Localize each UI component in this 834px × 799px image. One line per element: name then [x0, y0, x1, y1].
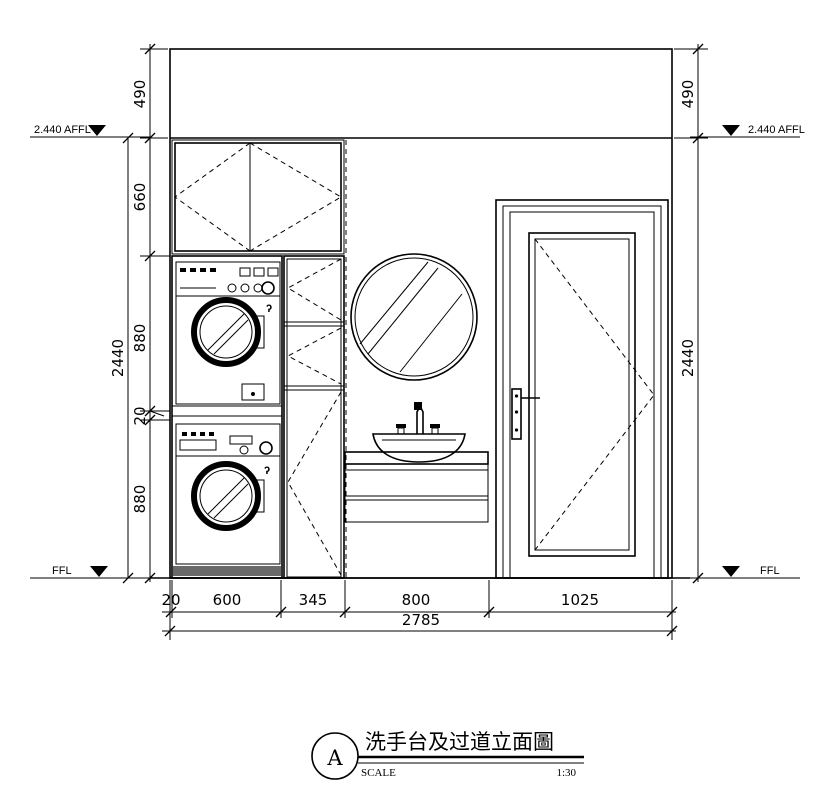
- level-marker-top-left: 2.440 AFFL: [30, 124, 150, 138]
- washer-door: [191, 461, 261, 531]
- dim-20-horizontal: 20: [161, 591, 180, 609]
- level-label: FFL: [52, 565, 72, 577]
- dryer: ʔ: [175, 261, 281, 405]
- door: [495, 199, 669, 579]
- left-dimension-chain: 490 660 880 20 880 2440: [109, 43, 170, 584]
- dim-345: 345: [299, 591, 328, 609]
- title-block: A 洗手台及过道立面圖 SCALE 1:30: [311, 730, 584, 780]
- vessel-basin: [372, 402, 466, 463]
- svg-text:ʔ: ʔ: [266, 303, 272, 315]
- dim-2785: 2785: [402, 611, 440, 629]
- washer: ʔ: [175, 423, 281, 565]
- level-marker-floor-left: FFL: [30, 565, 150, 579]
- right-dimension-chain: 490 2440: [674, 43, 708, 584]
- dim-880-lower: 880: [131, 485, 149, 514]
- dim-880-upper: 880: [131, 324, 149, 353]
- drawing-title: 洗手台及过道立面圖: [365, 730, 554, 754]
- bottom-dimension-chain: 20 600 345 800 1025 2785: [161, 580, 678, 640]
- dim-490-left: 490: [131, 80, 149, 109]
- dim-600: 600: [213, 591, 242, 609]
- faucet: [416, 404, 424, 434]
- dim-2440-right: 2440: [679, 339, 697, 377]
- wall-outline: [150, 48, 690, 579]
- scale-label: SCALE: [361, 767, 396, 779]
- svg-text:ʔ: ʔ: [264, 465, 270, 477]
- hatched-plinth: [173, 566, 281, 576]
- scale-value: 1:30: [556, 767, 576, 779]
- level-marker-top-right: 2.440 AFFL: [690, 124, 805, 138]
- level-label: 2.440 AFFL: [34, 124, 91, 136]
- level-label: 2.440 AFFL: [748, 124, 805, 136]
- level-label: FFL: [760, 565, 780, 577]
- level-marker-floor-right: FFL: [690, 565, 800, 579]
- dim-2440-left: 2440: [109, 339, 127, 377]
- section-marker: A: [326, 746, 343, 770]
- dim-20-vertical: 20: [131, 406, 149, 425]
- upper-cabinet: [171, 139, 345, 255]
- door-handle: [511, 388, 522, 440]
- tall-cabinet: [283, 255, 345, 579]
- vanity: [344, 451, 489, 523]
- dryer-door: [191, 297, 261, 367]
- dim-800: 800: [402, 591, 431, 609]
- dim-490-right: 490: [679, 80, 697, 109]
- round-mirror: [350, 253, 478, 381]
- dim-1025: 1025: [561, 591, 599, 609]
- dim-660: 660: [131, 183, 149, 212]
- appliance-column: [171, 255, 283, 579]
